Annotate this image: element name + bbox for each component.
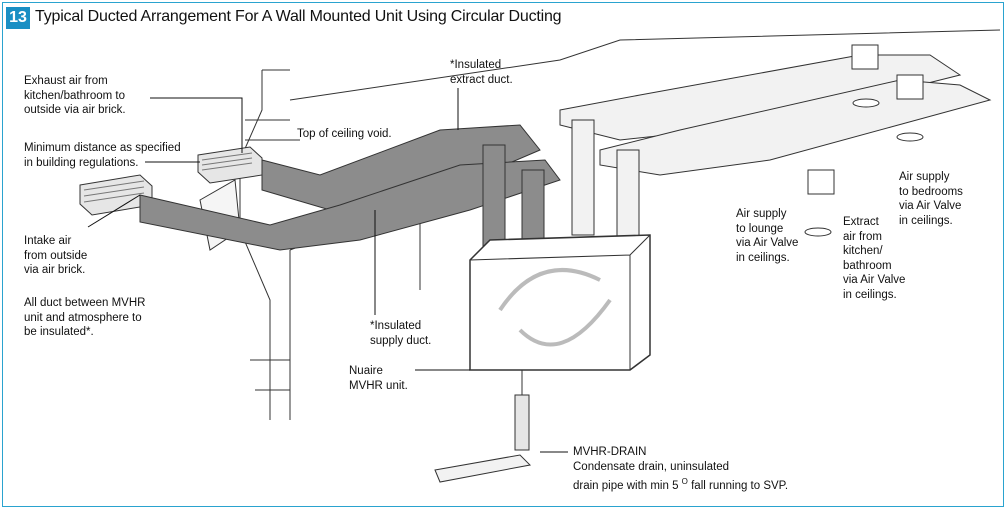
exhaust-air-label: Exhaust air from kitchen/bathroom to out…: [24, 75, 126, 116]
air-supply-lounge-label: Air supply to lounge via Air Valve in ce…: [736, 208, 799, 264]
drain-line1-label: Condensate drain, uninsulated: [573, 461, 730, 473]
mvhr-unit: [469, 234, 651, 371]
extract-kitchen-label: Extract air from kitchen/ bathroom via A…: [843, 216, 906, 301]
condensate-drain: [434, 370, 532, 483]
figure-title: Typical Ducted Arrangement For A Wall Mo…: [35, 8, 562, 25]
unit-spigots: [482, 119, 640, 261]
insulated-extract-duct: [261, 124, 541, 211]
ceiling-void-label: Top of ceiling void.: [297, 128, 392, 140]
insulated-supply-label: *Insulated supply duct.: [370, 320, 432, 347]
minimum-distance-label: Minimum distance as specified in buildin…: [24, 142, 181, 169]
air-brick-exhaust: [197, 146, 263, 184]
insulation-note-label: All duct between MVHR unit and atmospher…: [24, 297, 146, 338]
figure-number-badge: 13: [6, 7, 30, 29]
air-valve-bedrooms: [896, 74, 924, 142]
intake-air-label: Intake air from outside via air brick.: [24, 235, 88, 276]
insulated-supply-duct: [139, 159, 561, 251]
drain-title-label: MVHR-DRAIN: [573, 446, 647, 458]
leader-lines: [87, 88, 568, 453]
mvhr-unit-label: Nuaire MVHR unit.: [349, 365, 408, 392]
air-valve-lounge: [804, 169, 835, 237]
insulated-extract-label: *Insulated extract duct.: [450, 59, 513, 86]
drain-line2-label: drain pipe with min 5 O fall running to …: [573, 477, 789, 492]
air-valve-kitchen: [851, 44, 880, 108]
air-supply-bedrooms-label: Air supply to bedrooms via Air Valve in …: [899, 171, 963, 227]
